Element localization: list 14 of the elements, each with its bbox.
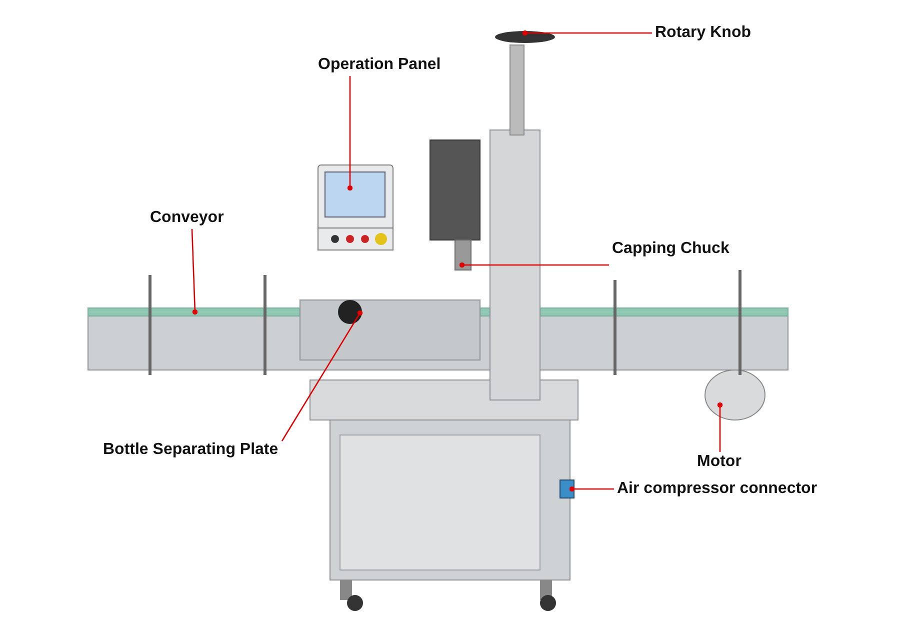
leader-line [717, 402, 723, 452]
callout-label: Rotary Knob [655, 24, 751, 42]
leader-line [459, 262, 609, 268]
leader-line [569, 486, 614, 492]
callout-label: Bottle Separating Plate [103, 441, 278, 459]
leader-line [281, 310, 363, 442]
callout-label: Motor [697, 453, 742, 471]
leader-line [522, 30, 652, 36]
leader-line [191, 228, 198, 315]
callout-label: Air compressor connector [617, 480, 818, 498]
leader-line [347, 76, 353, 191]
callout-label: Capping Chuck [612, 240, 730, 258]
callout-label: Conveyor [150, 209, 224, 227]
callout-label: Operation Panel [318, 56, 441, 74]
